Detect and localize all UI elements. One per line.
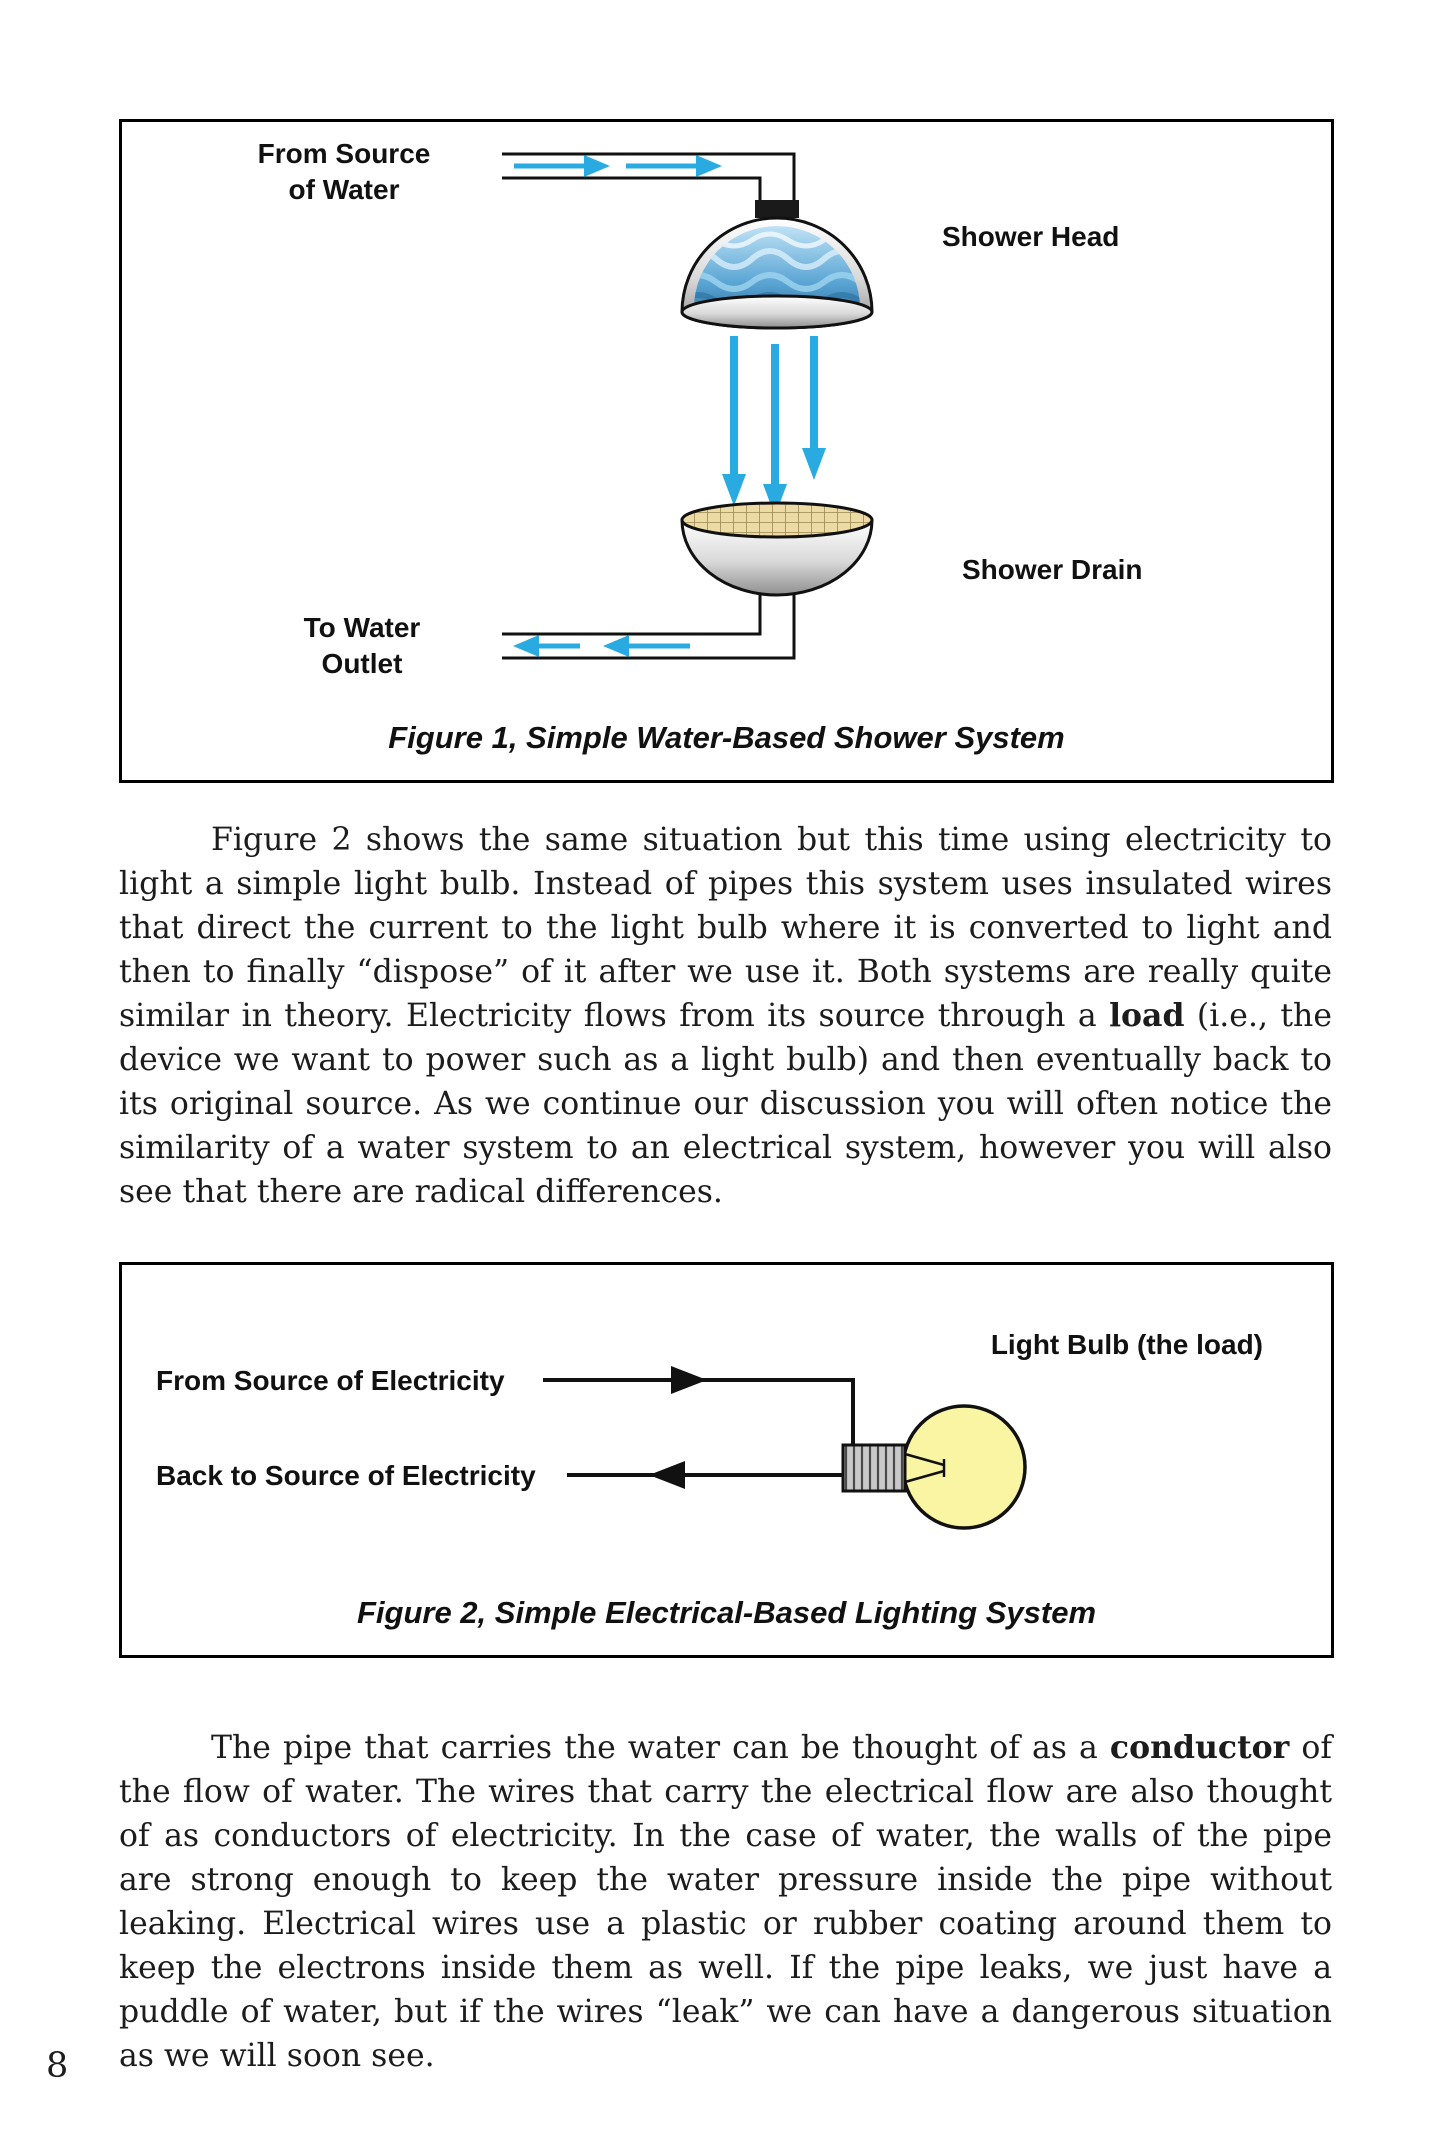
paragraph-2: The pipe that carries the water can be t… [119, 1726, 1332, 2078]
figure1-drawing [502, 152, 874, 660]
supply-wire [543, 1366, 855, 1449]
label-light-bulb-load: Light Bulb (the load) [990, 1329, 1263, 1360]
return-wire [567, 1461, 851, 1489]
water-flow-right-arrows [514, 155, 722, 177]
falling-water-arrows [722, 336, 826, 516]
paragraph-1: Figure 2 shows the same situation but th… [119, 818, 1332, 1214]
bulb-socket [841, 1443, 907, 1493]
label-shower-head: Shower Head [942, 221, 1120, 252]
figure1-shower-diagram: From Source of Water Shower Head Shower … [119, 119, 1334, 783]
figure2-lighting-diagram: Light Bulb (the load) From Source of Ele… [119, 1262, 1334, 1658]
current-right-arrowhead [671, 1366, 707, 1394]
current-left-arrowhead [649, 1461, 685, 1489]
figure2-caption: Figure 2, Simple Electrical-Based Lighti… [356, 1595, 1097, 1630]
label-to-water-outlet: To Water Outlet [303, 612, 421, 679]
label-from-source-electricity: From Source of Electricity [156, 1365, 505, 1396]
paragraph-2-text-cont: of the flow of water. The wires that car… [119, 1730, 1332, 2074]
label-from-source-of-water: From Source of Water [257, 138, 431, 205]
figure1-caption: Figure 1, Simple Water-Based Shower Syst… [388, 720, 1065, 755]
label-shower-drain: Shower Drain [962, 554, 1143, 585]
paragraph-1-text: Figure 2 shows the same situation but th… [119, 822, 1332, 1034]
term-conductor: conductor [1109, 1729, 1290, 1766]
label-back-to-source-electricity: Back to Source of Electricity [156, 1460, 536, 1491]
drain-pipe [502, 588, 796, 660]
term-load: load [1109, 997, 1185, 1034]
figure2-drawing [543, 1366, 1027, 1530]
page-number: 8 [46, 2046, 69, 2086]
light-bulb [841, 1404, 1027, 1530]
shower-head [680, 200, 874, 330]
pipe-connector [755, 200, 799, 218]
shower-drain [680, 501, 874, 597]
paragraph-1-text-cont: (i.e., the device we want to power such … [119, 998, 1332, 1210]
paragraph-2-text: The pipe that carries the water can be t… [211, 1730, 1110, 1766]
bulb-filament [904, 1452, 946, 1484]
water-flow-left-arrows [513, 635, 690, 657]
supply-pipe [502, 152, 796, 202]
